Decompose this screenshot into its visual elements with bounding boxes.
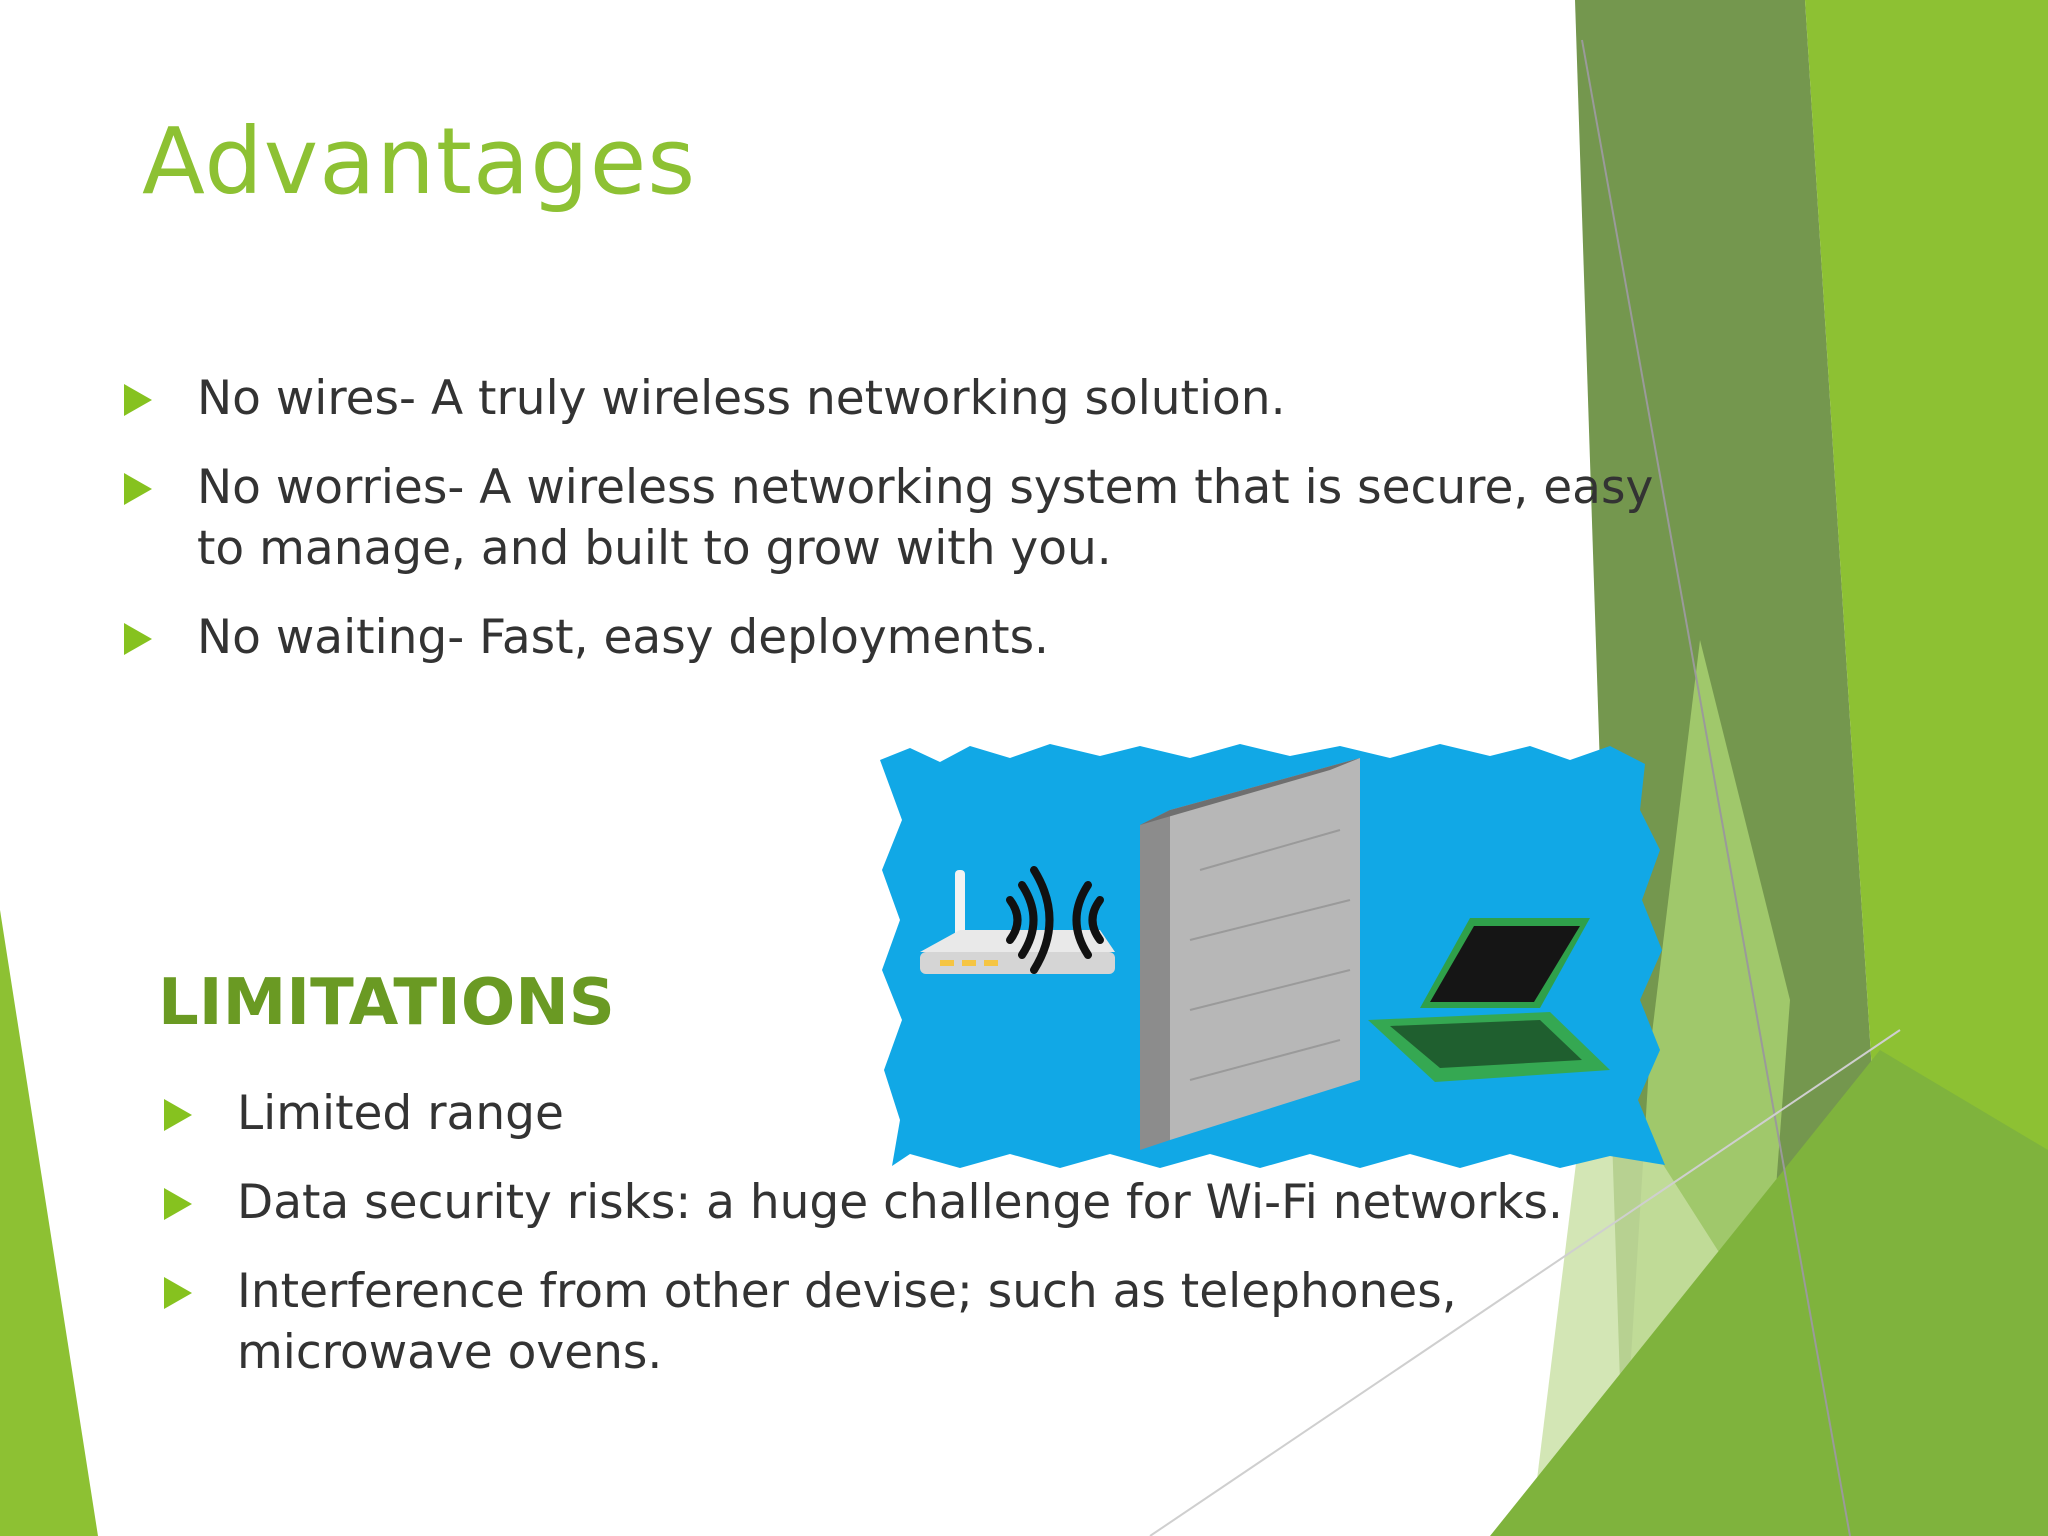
wifi-wall-illustration	[880, 744, 1665, 1168]
bottom-right-green-triangle	[1490, 1050, 2048, 1536]
bullet-arrow-icon	[124, 384, 152, 416]
limitations-list: Limited range Data security risks: a hug…	[164, 1083, 1724, 1411]
list-item: No worries- A wireless networking system…	[124, 457, 1684, 579]
list-item: Interference from other devise; such as …	[164, 1261, 1724, 1383]
advantage-text: No worries- A wireless networking system…	[197, 460, 1654, 576]
list-item: No wires- A truly wireless networking so…	[124, 368, 1684, 429]
brick-wall-icon	[1140, 758, 1360, 1150]
bullet-arrow-icon	[124, 473, 152, 505]
diagonal-line-2	[1149, 1029, 1901, 1536]
limitations-heading: LIMITATIONS	[158, 966, 615, 1040]
bullet-arrow-icon	[124, 623, 152, 655]
list-item: Data security risks: a huge challenge fo…	[164, 1172, 1724, 1233]
slide-title: Advantages	[142, 108, 697, 215]
limitation-text: Data security risks: a huge challenge fo…	[237, 1175, 1563, 1230]
limitation-text: Limited range	[237, 1086, 564, 1141]
advantages-list: No wires- A truly wireless networking so…	[124, 368, 1684, 696]
laptop-icon	[1368, 918, 1610, 1082]
diagonal-line-1	[1581, 39, 1851, 1536]
left-green-sliver	[0, 910, 98, 1536]
bullet-arrow-icon	[164, 1277, 192, 1309]
list-item: Limited range	[164, 1083, 1724, 1144]
advantage-text: No waiting- Fast, easy deployments.	[197, 610, 1049, 665]
limitation-text: Interference from other devise; such as …	[237, 1264, 1457, 1380]
list-item: No waiting- Fast, easy deployments.	[124, 607, 1684, 668]
bullet-arrow-icon	[164, 1188, 192, 1220]
wifi-signal-icon	[1006, 866, 1104, 974]
advantage-text: No wires- A truly wireless networking so…	[197, 371, 1286, 426]
wifi-router-icon	[920, 870, 1115, 974]
bullet-arrow-icon	[164, 1099, 192, 1131]
